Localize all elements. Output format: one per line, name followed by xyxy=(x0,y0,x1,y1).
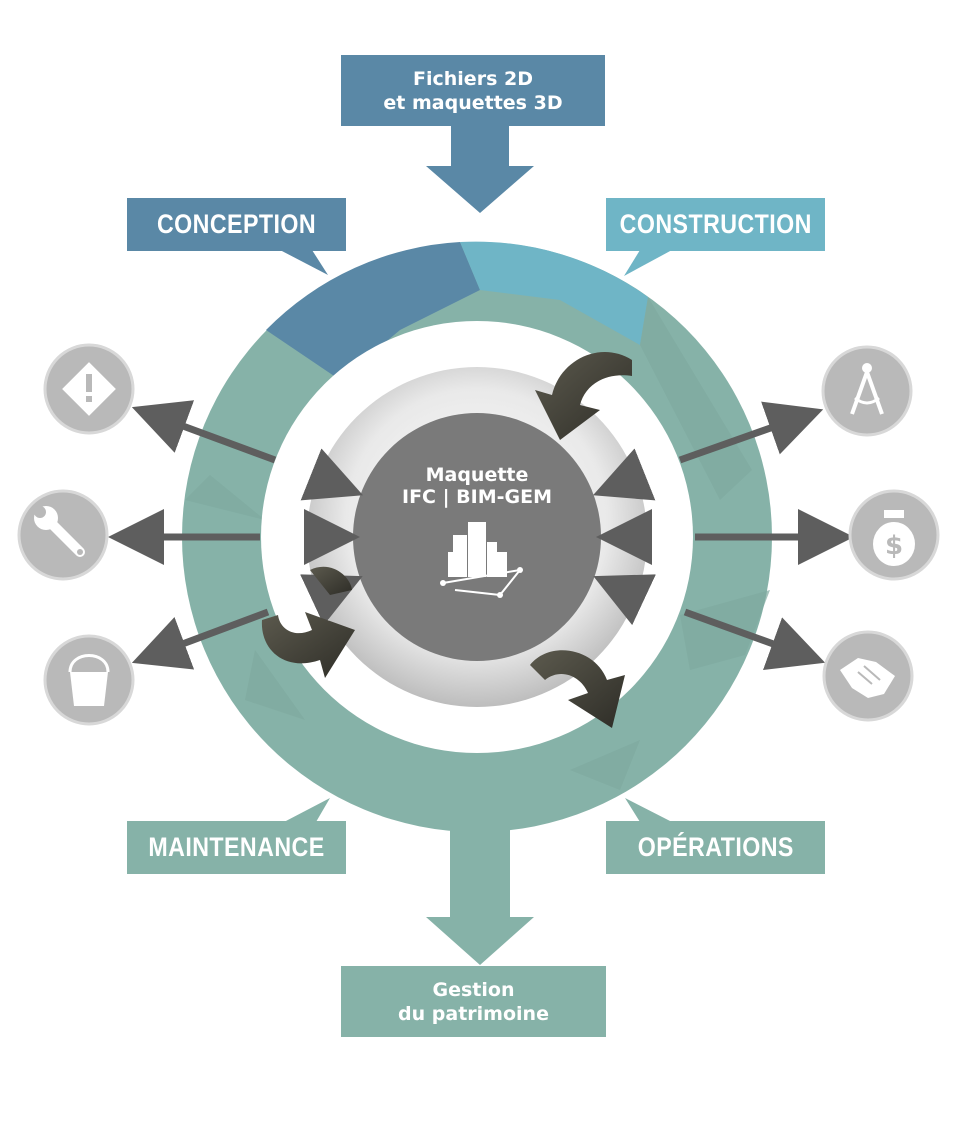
output-label-line2: du patrimoine xyxy=(398,1002,549,1025)
input-label: Fichiers 2D et maquettes 3D xyxy=(341,55,605,126)
center-title: Maquette IFC | BIM-GEM xyxy=(377,464,577,508)
construction-segment xyxy=(460,241,648,345)
output-label: Gestion du patrimoine xyxy=(341,966,606,1037)
maintenance-label: MAINTENANCE xyxy=(127,821,346,874)
compass-icon xyxy=(821,345,913,437)
input-box-shape xyxy=(341,55,605,126)
conception-label-shape xyxy=(127,198,346,275)
construction-label-shape xyxy=(606,198,825,276)
output-arrow xyxy=(426,805,534,965)
ring-segment-shade xyxy=(185,475,265,520)
maintenance-label-shape xyxy=(127,798,346,874)
bucket-icon xyxy=(43,634,135,726)
construction-label: CONSTRUCTION xyxy=(606,198,825,251)
input-label-line2: et maquettes 3D xyxy=(383,91,563,114)
cycle-curl-arrows xyxy=(261,352,632,728)
wrench-icon xyxy=(17,489,109,581)
city-buildings-icon xyxy=(440,522,523,598)
ring-segment-shade xyxy=(245,650,305,720)
handshake-icon xyxy=(822,630,914,722)
conception-text: CONCEPTION xyxy=(156,209,317,239)
operations-label-shape xyxy=(606,798,825,874)
money-bag-icon: $ xyxy=(848,489,940,581)
svg-text:$: $ xyxy=(885,531,903,561)
center-title-line2: IFC | BIM-GEM xyxy=(402,486,552,508)
conception-label: CONCEPTION xyxy=(127,198,346,251)
output-label-line1: Gestion xyxy=(432,978,515,1001)
operations-label: OPÉRATIONS xyxy=(606,821,825,874)
ring-segment-shade xyxy=(640,297,752,500)
outward-arrows xyxy=(108,400,854,671)
input-label-line1: Fichiers 2D xyxy=(413,67,533,90)
center-title-line1: Maquette xyxy=(425,464,529,486)
construction-text: CONSTRUCTION xyxy=(619,209,812,239)
conception-segment xyxy=(266,242,480,380)
warning-icon xyxy=(43,343,135,435)
maintenance-text: MAINTENANCE xyxy=(148,832,325,862)
input-arrow xyxy=(426,125,534,213)
ring-segment-shade xyxy=(570,740,640,790)
operations-text: OPÉRATIONS xyxy=(637,832,794,862)
output-box-shape xyxy=(341,966,606,1037)
